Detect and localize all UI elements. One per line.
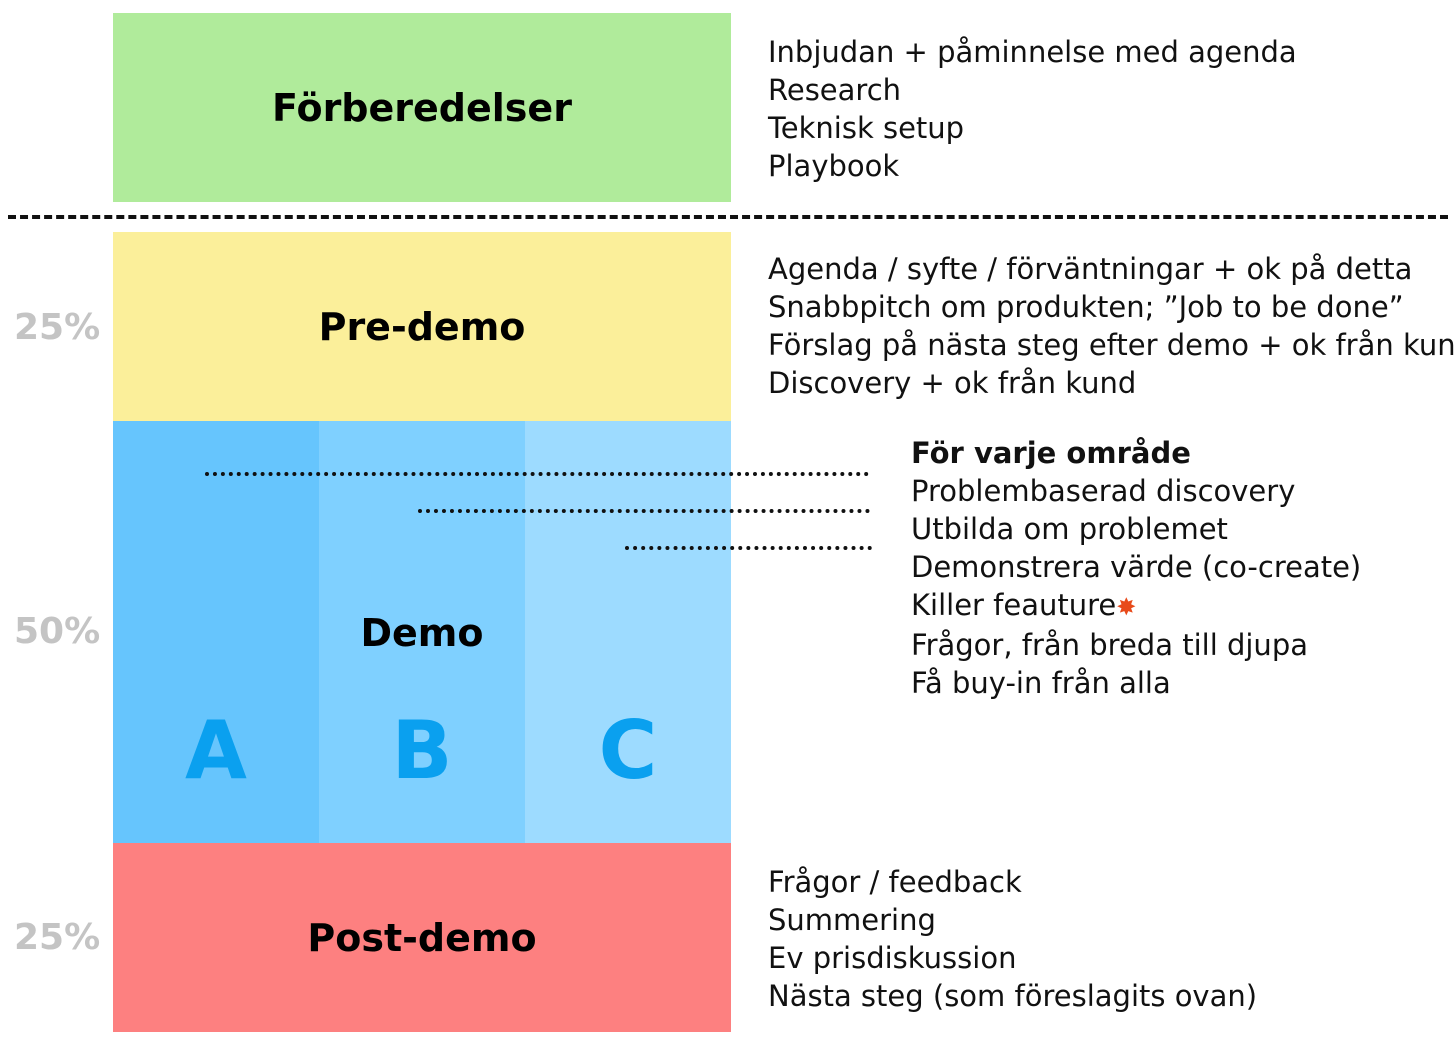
demo-letter-a: A [185,704,247,797]
forberedelser-list: Inbjudan + påminnelse med agenda Researc… [768,33,1297,185]
predemo-item: Discovery + ok från kund [768,366,1137,400]
forberedelser-block: Förberedelser [113,13,731,202]
demo-percent: 50% [14,611,101,652]
demo-column-c [525,421,731,843]
predemo-list: Agenda / syfte / förväntningar + ok på d… [768,250,1456,402]
postdemo-item: Nästa steg (som föreslagits ovan) [768,979,1258,1013]
predemo-item: Snabbpitch om produkten; ”Job to be done… [768,290,1404,324]
demo-column-b [319,421,525,843]
dotted-connector-c [625,546,872,550]
demo-letter-b: B [391,704,453,797]
dotted-connector-b [418,509,870,513]
demo-item: Killer feauture [911,588,1117,622]
demo-letter-c: C [598,704,658,797]
predemo-item: Förslag på nästa steg efter demo + ok fr… [768,328,1456,362]
demo-block: A B C Demo [113,421,731,843]
postdemo-item: Summering [768,903,936,937]
predemo-block: Pre-demo [113,232,731,421]
postdemo-item: Ev prisdiskussion [768,941,1017,975]
postdemo-block: Post-demo [113,843,731,1032]
forberedelser-item: Teknisk setup [768,111,965,145]
predemo-item: Agenda / syfte / förväntningar + ok på d… [768,252,1413,286]
dotted-connector-a [205,472,869,476]
predemo-percent: 25% [14,307,101,348]
forberedelser-item: Inbjudan + påminnelse med agenda [768,35,1297,69]
forberedelser-item: Playbook [768,149,900,183]
postdemo-list: Frågor / feedback Summering Ev prisdisku… [768,863,1257,1015]
demo-heading: För varje område [911,436,1191,470]
predemo-title: Pre-demo [318,304,526,349]
postdemo-item: Frågor / feedback [768,865,1022,899]
demo-item: Utbilda om problemet [911,512,1228,546]
dashed-separator [8,215,1448,219]
forberedelser-item: Research [768,73,902,107]
demo-item: Få buy-in från alla [911,666,1171,700]
demo-item-killer: Killer feauture✸ [911,586,1361,626]
postdemo-title: Post-demo [307,915,537,960]
demo-item: Problembaserad discovery [911,474,1296,508]
postdemo-percent: 25% [14,917,101,958]
demo-column-a [113,421,319,843]
demo-item: Demonstrera värde (co-create) [911,550,1362,584]
demo-title: Demo [360,611,484,655]
demo-item: Frågor, från breda till djupa [911,628,1308,662]
collision-icon: ✸ [1116,593,1137,621]
forberedelser-title: Förberedelser [272,85,572,130]
demo-list: För varje område Problembaserad discover… [911,434,1361,702]
